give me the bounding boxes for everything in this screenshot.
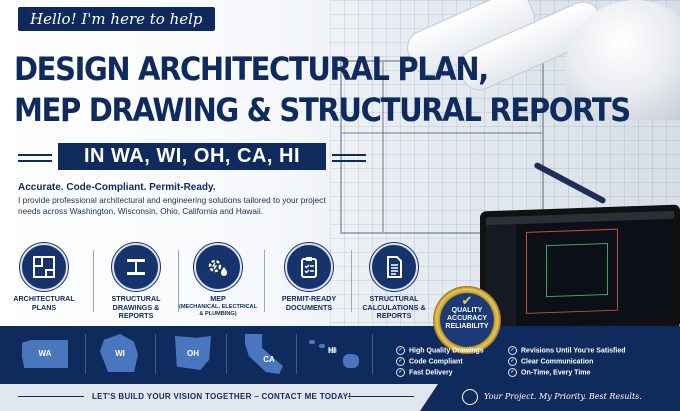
divider [93, 250, 94, 312]
state-code: CA [263, 354, 275, 364]
ohio-shape [175, 336, 211, 370]
check-circle-icon: ✓ [396, 368, 405, 377]
hawaii-island [309, 340, 315, 344]
tagline: Accurate. Code-Compliant. Permit-Ready. [18, 182, 216, 193]
greeting: Hello! I'm here to help [18, 7, 215, 31]
divider [351, 250, 352, 312]
states-label: IN WA, WI, OH, CA, HI [58, 143, 326, 170]
feature-label: Fast Delivery [409, 369, 453, 377]
service-label: ARCHITECTURAL PLANS [13, 294, 75, 312]
cta-rule [18, 396, 84, 397]
gear-bolt-drop-icon [194, 243, 242, 291]
state-map-wi: WI [100, 334, 140, 372]
divider [226, 334, 227, 374]
laptop-screen [486, 210, 674, 328]
state-map-oh: OH [175, 334, 211, 372]
feature-item: ✓ Code Compliant [396, 357, 463, 366]
check-circle-icon: ✓ [508, 357, 517, 366]
state-map-wa: WA [22, 334, 68, 372]
state-code: WA [38, 348, 52, 358]
banner-rule [332, 154, 366, 162]
feature-label: On-Time, Every Time [521, 369, 591, 377]
badge-line: ACCURACY [446, 315, 488, 322]
headline-line-1: DESIGN ARCHITECTURAL PLAN, [14, 50, 489, 88]
feature-label: High Quality Drawings [409, 347, 484, 355]
service-mep: MEP (MECHANICAL, ELECTRICAL & PLUMBING) [178, 243, 258, 318]
feature-label: Code Compliant [409, 358, 463, 366]
divider [85, 334, 86, 374]
motto: Your Project. My Priority. Best Results. [484, 392, 642, 401]
call-to-action: LET'S BUILD YOUR VISION TOGETHER – CONTA… [92, 392, 352, 401]
badge-line: RELIABILITY [445, 323, 489, 330]
description: I provide professional architectural and… [18, 195, 326, 216]
feature-item: ✓ Revisions Until You're Satisfied [508, 346, 626, 355]
service-permit-ready: PERMIT-READY DOCUMENTS [269, 243, 349, 312]
states-banner: IN WA, WI, OH, CA, HI [18, 143, 368, 173]
service-label: STRUCTURAL DRAWINGS & REPORTS [111, 294, 161, 320]
service-label: MEP [210, 294, 226, 303]
feature-item: ✓ High Quality Drawings [396, 346, 484, 355]
state-code: WI [115, 348, 125, 358]
steel-beam-icon [112, 243, 160, 291]
state-map-hi: HI [305, 334, 365, 372]
service-architectural-plans: ARCHITECTURAL PLANS [4, 243, 84, 312]
check-circle-icon: ✓ [508, 368, 517, 377]
badge-line: QUALITY [451, 307, 483, 314]
cad-drawing [546, 243, 608, 298]
divider [372, 334, 373, 374]
feature-item: ✓ On-Time, Every Time [508, 368, 590, 377]
state-map-ca: CA [245, 334, 283, 374]
laptop-image [480, 204, 680, 336]
wisconsin-shape [100, 334, 138, 372]
check-icon: ✔ [461, 293, 473, 308]
service-sublabel: (MECHANICAL, ELECTRICAL & PLUMBING) [179, 303, 257, 317]
check-circle-icon: ✓ [396, 346, 405, 355]
headline-line-2: MEP DRAWING & STRUCTURAL REPORTS [14, 91, 631, 129]
feature-label: Clear Communication [521, 358, 594, 366]
service-label: PERMIT-READY DOCUMENTS [281, 294, 337, 312]
divider [296, 334, 297, 374]
feature-item: ✓ Fast Delivery [396, 368, 453, 377]
divider [264, 250, 265, 312]
check-circle-icon: ✓ [508, 346, 517, 355]
check-circle-icon: ✓ [396, 357, 405, 366]
feature-item: ✓ Clear Communication [508, 357, 593, 366]
hawaii-island [329, 348, 337, 353]
service-structural-drawings: STRUCTURAL DRAWINGS & REPORTS [96, 243, 176, 321]
floor-plan-icon [20, 243, 68, 291]
service-label: STRUCTURAL CALCULATIONS & REPORTS [362, 294, 426, 320]
user-icon [462, 389, 478, 405]
clipboard-check-icon [285, 243, 333, 291]
divider [155, 334, 156, 374]
app-toolbar [486, 210, 674, 226]
banner-rule [18, 154, 52, 162]
divider [178, 250, 179, 312]
washington-shape [22, 340, 68, 368]
document-icon [370, 243, 418, 291]
hawaii-island [343, 354, 359, 368]
service-structural-calculations: STRUCTURAL CALCULATIONS & REPORTS [354, 243, 434, 321]
state-code: HI [328, 345, 336, 355]
quality-badge: ✔ QUALITY ACCURACY RELIABILITY [433, 286, 501, 354]
feature-label: Revisions Until You're Satisfied [521, 347, 626, 355]
hawaii-island [319, 344, 325, 348]
state-code: OH [187, 348, 199, 358]
cta-rule [348, 396, 414, 397]
hard-hat-icon [565, 0, 680, 120]
